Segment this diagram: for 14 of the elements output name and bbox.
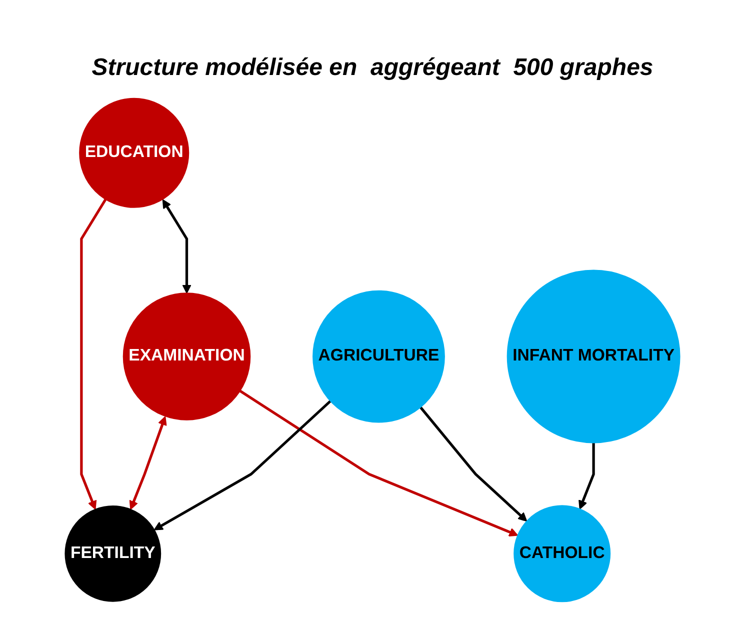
arrow: [80, 198, 107, 510]
arrow: [129, 416, 167, 510]
arrow: [578, 442, 595, 510]
circle-node: EDUCATION: [79, 98, 190, 208]
arrow: [239, 390, 518, 536]
circle-node: FERTILITY: [64, 505, 162, 602]
diagram-title: Structure modélisée en aggrégeant 500 graphes: [92, 54, 654, 82]
arrow: [162, 199, 192, 294]
circle-node: CATHOLIC: [514, 505, 611, 602]
arrow: [420, 406, 528, 522]
circle-node: INFANT MORTALITY: [506, 270, 680, 444]
circle-node: EXAMINATION: [122, 292, 251, 420]
arrow: [154, 400, 332, 530]
circle-node: AGRICULTURE: [312, 290, 445, 423]
